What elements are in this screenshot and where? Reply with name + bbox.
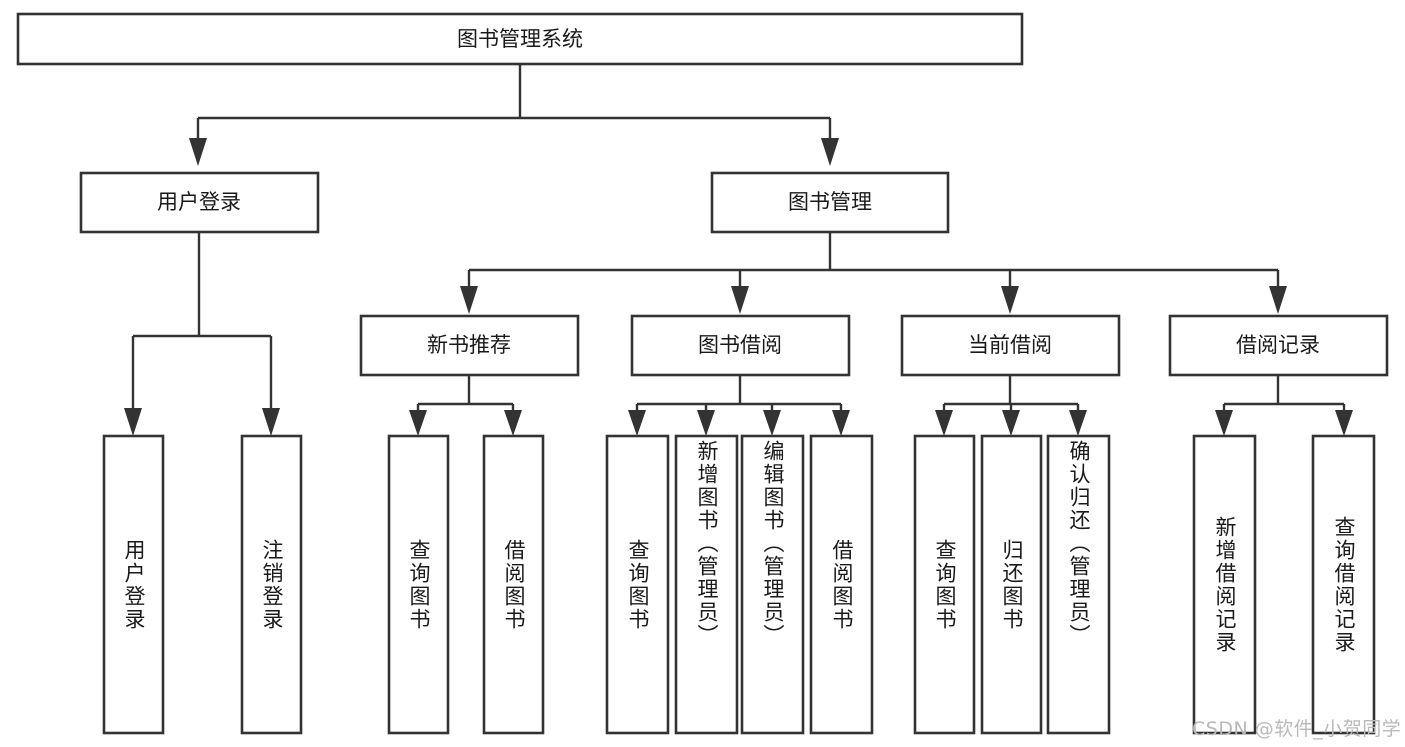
leaf-rect-query-book-2[interactable] (605, 434, 670, 735)
arrowhead-leaf-borrow-1 (504, 410, 522, 436)
node-root[interactable]: 图书管理系统 (16, 12, 1024, 66)
leaf-rects (102, 434, 1376, 735)
leaf-add-record[interactable]: 新增借阅记录 (1194, 436, 1255, 733)
connector-current-borrow-children (935, 375, 1087, 436)
leaf-confirm-return[interactable]: 确认归还（管理员） (1048, 436, 1109, 733)
leaf-add-record-label: 新增借阅记录 (1213, 515, 1237, 654)
arrowhead-borrow-record (1269, 286, 1287, 314)
leaf-rect-add-book[interactable] (674, 434, 739, 735)
leaf-rect-borrow-book-1[interactable] (482, 434, 545, 735)
leaf-query-book-borrow[interactable]: 查询图书 (607, 436, 668, 733)
connector-book-borrow-children (628, 375, 850, 436)
arrowhead-book-borrow (731, 286, 749, 314)
leaf-borrow-book-borrow-label: 借阅图书 (830, 538, 854, 631)
leaf-rect-query-book-1[interactable] (387, 434, 450, 735)
leaf-edit-book[interactable]: 编辑图书（管理员） (742, 436, 803, 733)
node-new-book-recommend-label: 新书推荐 (427, 333, 511, 357)
leaf-user-login[interactable]: 用户登录 (104, 436, 163, 733)
leaf-query-book-current-label: 查询图书 (933, 538, 957, 631)
node-root-label: 图书管理系统 (457, 27, 583, 51)
connector-root-to-level2 (189, 64, 839, 166)
leaf-user-login-label: 用户登录 (122, 538, 146, 631)
node-book-management-label: 图书管理 (788, 190, 872, 214)
node-current-borrow[interactable]: 当前借阅 (900, 314, 1121, 377)
arrowhead-leaf-query-2 (628, 410, 646, 436)
leaf-add-book-label: 新增图书（管理员） (695, 440, 719, 647)
leaf-query-book-borrow-label: 查询图书 (626, 538, 650, 631)
node-user-login-label: 用户登录 (157, 190, 241, 214)
leaf-borrow-book-recommend[interactable]: 借阅图书 (484, 436, 543, 733)
arrowhead-leaf-borrow-2 (832, 410, 850, 436)
leaf-rect-confirm-return[interactable] (1046, 434, 1111, 735)
leaf-rect-query-book-3[interactable] (913, 434, 976, 735)
leaf-rect-user-login[interactable] (102, 434, 165, 735)
arrowhead-user-login (189, 138, 207, 166)
leaf-rect-return-book[interactable] (980, 434, 1043, 735)
leaf-rect-query-record[interactable] (1311, 434, 1376, 735)
arrowhead-leaf-query-record (1335, 410, 1353, 436)
node-borrow-record[interactable]: 借阅记录 (1168, 314, 1389, 377)
leaf-return-book[interactable]: 归还图书 (982, 436, 1041, 733)
leaf-confirm-return-label: 确认归还（管理员） (1067, 440, 1091, 647)
leaf-borrow-book-borrow[interactable]: 借阅图书 (811, 436, 872, 733)
arrowhead-leaf-user-login (124, 408, 142, 436)
leaf-rect-edit-book[interactable] (740, 434, 805, 735)
node-new-book-recommend-rect (359, 314, 580, 377)
node-borrow-record-label: 借阅记录 (1236, 333, 1320, 357)
connector-user-login-children (124, 232, 280, 436)
node-book-borrow-rect (630, 314, 851, 377)
leaf-edit-book-label: 编辑图书（管理员） (761, 440, 785, 647)
leaf-borrow-book-recommend-label: 借阅图书 (502, 538, 526, 631)
leaf-logout-label: 注销登录 (260, 538, 284, 631)
node-user-login[interactable]: 用户登录 (79, 171, 320, 234)
leaf-query-record[interactable]: 查询借阅记录 (1313, 436, 1374, 733)
leaf-query-book-current[interactable]: 查询图书 (915, 436, 974, 733)
leaf-query-record-label: 查询借阅记录 (1332, 515, 1356, 654)
leaf-rect-add-record[interactable] (1192, 434, 1257, 735)
connector-new-book-children (409, 375, 522, 436)
leaf-add-book[interactable]: 新增图书（管理员） (676, 436, 737, 733)
leaf-rect-logout[interactable] (240, 434, 303, 735)
arrowhead-new-book (460, 286, 478, 314)
leaf-rect-borrow-book-2[interactable] (809, 434, 874, 735)
arrowhead-current-borrow (1001, 286, 1019, 314)
node-book-management[interactable]: 图书管理 (710, 171, 950, 234)
node-current-borrow-rect (900, 314, 1121, 377)
arrowhead-book-mgmt (821, 138, 839, 166)
arrowhead-leaf-edit-book (763, 410, 781, 436)
arrowhead-leaf-add-book (697, 410, 715, 436)
csdn-watermark: CSDN @软件_小贺同学 (1192, 718, 1402, 740)
node-new-book-recommend[interactable]: 新书推荐 (359, 314, 580, 377)
connector-book-mgmt-children (460, 232, 1287, 314)
node-book-borrow-label: 图书借阅 (698, 333, 782, 357)
arrowhead-leaf-confirm-return (1069, 410, 1087, 436)
node-book-borrow[interactable]: 图书借阅 (630, 314, 851, 377)
arrowhead-leaf-add-record (1215, 410, 1233, 436)
node-current-borrow-label: 当前借阅 (968, 333, 1052, 357)
arrowhead-leaf-query-1 (409, 410, 427, 436)
node-root-rect (16, 12, 1024, 66)
leaf-query-book-recommend-label: 查询图书 (407, 538, 431, 631)
connector-borrow-record-children (1215, 375, 1353, 436)
leaf-return-book-label: 归还图书 (1000, 538, 1024, 631)
arrowhead-leaf-return-book (1002, 410, 1020, 436)
leaf-query-book-recommend[interactable]: 查询图书 (389, 436, 448, 733)
arrowhead-leaf-logout (262, 408, 280, 436)
leaf-logout[interactable]: 注销登录 (242, 436, 301, 733)
arrowhead-leaf-query-3 (935, 410, 953, 436)
